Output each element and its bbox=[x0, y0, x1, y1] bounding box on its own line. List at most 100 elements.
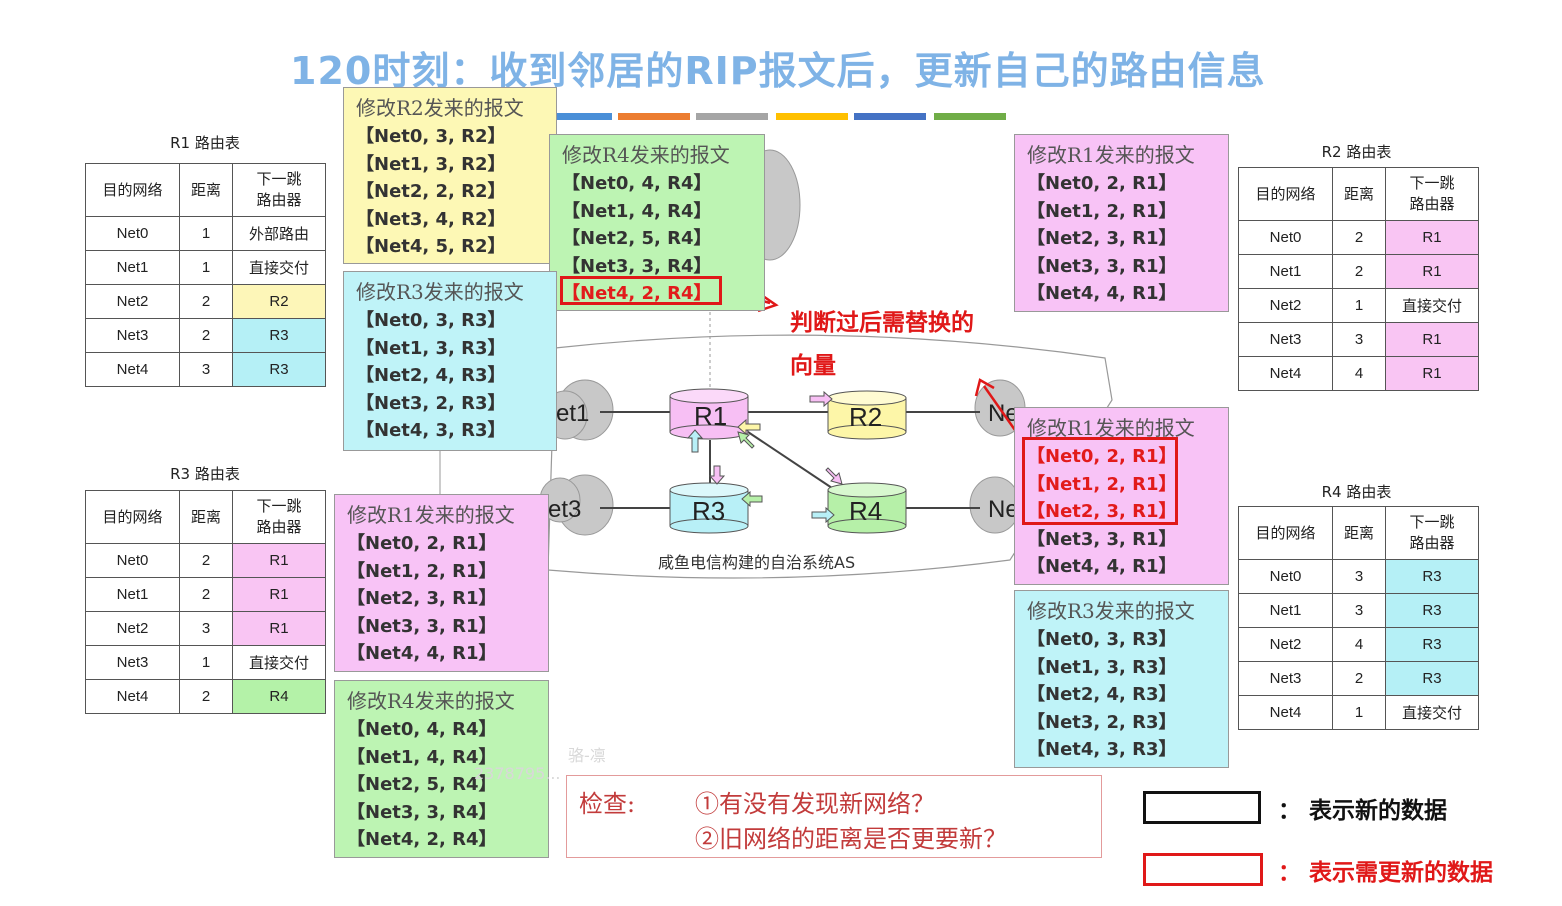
table-cell: 3 bbox=[179, 352, 233, 387]
table-cell: 1 bbox=[179, 645, 233, 680]
table-cell: 1 bbox=[1332, 288, 1386, 323]
color-bar-darkblue bbox=[854, 113, 926, 120]
table-cell: R3 bbox=[1385, 661, 1479, 696]
as-label: 咸鱼电信构建的自治系统AS bbox=[658, 553, 855, 572]
check-label: 检查: bbox=[579, 790, 636, 818]
table-cell: 2 bbox=[179, 318, 233, 353]
msg-r3-to-r1: 修改R3发来的报文 【Net0, 3, R3】 【Net1, 3, R3】 【N… bbox=[343, 271, 557, 451]
color-bar-gray bbox=[696, 113, 768, 120]
table-cell: Net2 bbox=[85, 611, 180, 646]
table-cell: R1 bbox=[232, 611, 326, 646]
table-cell: Net0 bbox=[1238, 559, 1333, 594]
r3-table-caption: R3 路由表 bbox=[170, 465, 240, 483]
table-cell: Net0 bbox=[85, 216, 180, 251]
msg-r1-to-r2: 修改R1发来的报文 【Net0, 2, R1】 【Net1, 2, R1】 【N… bbox=[1014, 134, 1229, 312]
table-cell: R3 bbox=[1385, 627, 1479, 662]
table-cell: R3 bbox=[232, 352, 326, 387]
table-cell: 直接交付 bbox=[1385, 695, 1479, 730]
table-cell: R3 bbox=[1385, 559, 1479, 594]
check-question-2: ②旧网络的距离是否更要新？ bbox=[695, 825, 1007, 853]
router-r1-label: R1 bbox=[694, 401, 727, 431]
table-cell: 2 bbox=[1332, 661, 1386, 696]
msg-r4-to-r1: 修改R4发来的报文 【Net0, 4, R4】 【Net1, 4, R4】 【N… bbox=[549, 134, 765, 311]
annotation-note-line1: 判断过后需替换的 bbox=[790, 310, 974, 336]
table-cell: 3 bbox=[179, 611, 233, 646]
table-cell: 4 bbox=[1332, 627, 1386, 662]
table-cell: Net3 bbox=[85, 318, 180, 353]
header-next: 下一跳路由器 bbox=[232, 163, 326, 217]
watermark-line2: 2378795... bbox=[474, 764, 561, 783]
table-cell: R4 bbox=[232, 679, 326, 714]
table-cell: R1 bbox=[1385, 322, 1479, 357]
net-label-left-bottom: et3 bbox=[548, 496, 581, 523]
table-cell: R1 bbox=[1385, 356, 1479, 391]
check-question-1: ①有没有发现新网络？ bbox=[695, 790, 935, 818]
r1-table-caption: R1 路由表 bbox=[170, 134, 240, 152]
table-cell: 1 bbox=[179, 250, 233, 285]
r4-table-caption: R4 路由表 bbox=[1321, 483, 1392, 501]
router-r2-label: R2 bbox=[849, 402, 882, 432]
table-cell: 2 bbox=[179, 543, 233, 578]
table-cell: Net4 bbox=[85, 679, 180, 714]
table-cell: Net2 bbox=[1238, 288, 1333, 323]
table-cell: Net1 bbox=[1238, 254, 1333, 289]
table-cell: 1 bbox=[1332, 695, 1386, 730]
as-boundary bbox=[547, 334, 1113, 579]
net-label-left-top: et1 bbox=[556, 400, 589, 427]
table-cell: Net3 bbox=[85, 645, 180, 680]
table-cell: Net3 bbox=[1238, 322, 1333, 357]
table-cell: Net3 bbox=[1238, 661, 1333, 696]
msg-r3-to-r4: 修改R3发来的报文 【Net0, 3, R3】 【Net1, 3, R3】 【N… bbox=[1014, 590, 1229, 768]
table-cell: 4 bbox=[1332, 356, 1386, 391]
table-cell: R1 bbox=[1385, 254, 1479, 289]
page-title: 120时刻：收到邻居的RIP报文后，更新自己的路由信息 bbox=[290, 49, 1266, 93]
table-cell: 2 bbox=[1332, 254, 1386, 289]
watermark-line1: 骆-凛 bbox=[568, 746, 606, 765]
table-cell: Net2 bbox=[85, 284, 180, 319]
table-cell: 2 bbox=[1332, 220, 1386, 255]
color-bar-green bbox=[934, 113, 1006, 120]
router-r3-label: R3 bbox=[692, 496, 725, 526]
msg-r2-to-r1: 修改R2发来的报文 【Net0, 3, R2】 【Net1, 3, R2】 【N… bbox=[343, 87, 557, 264]
router-r4-label: R4 bbox=[849, 496, 882, 526]
table-cell: 直接交付 bbox=[232, 645, 326, 680]
table-cell: R3 bbox=[1385, 593, 1479, 628]
table-cell: 2 bbox=[179, 679, 233, 714]
table-cell: 2 bbox=[179, 284, 233, 319]
legend-new-data: ： 表示新的数据 bbox=[1278, 798, 1448, 824]
packet-arrow-icons bbox=[686, 390, 843, 524]
table-cell: Net0 bbox=[1238, 220, 1333, 255]
table-cell: 外部路由 bbox=[232, 216, 326, 251]
table-cell: R3 bbox=[232, 318, 326, 353]
legend-red-swatch bbox=[1143, 853, 1263, 886]
color-bar-blue bbox=[540, 113, 612, 120]
table-cell: 3 bbox=[1332, 559, 1386, 594]
table-cell: 1 bbox=[179, 216, 233, 251]
legend-update-data: ： 表示需更新的数据 bbox=[1278, 860, 1494, 886]
table-cell: R1 bbox=[232, 543, 326, 578]
table-cell: Net1 bbox=[1238, 593, 1333, 628]
table-cell: R1 bbox=[1385, 220, 1479, 255]
table-header-row: 目的网络 距离 下一跳路由器 bbox=[1238, 506, 1479, 560]
table-cell: Net4 bbox=[1238, 356, 1333, 391]
highlight-update-r4-net4 bbox=[560, 276, 722, 305]
table-cell: 直接交付 bbox=[1385, 288, 1479, 323]
msg-r4-to-r3: 修改R4发来的报文 【Net0, 4, R4】 【Net1, 4, R4】 【N… bbox=[334, 680, 549, 858]
msg-r1-to-r3: 修改R1发来的报文 【Net0, 2, R1】 【Net1, 2, R1】 【N… bbox=[334, 494, 549, 672]
